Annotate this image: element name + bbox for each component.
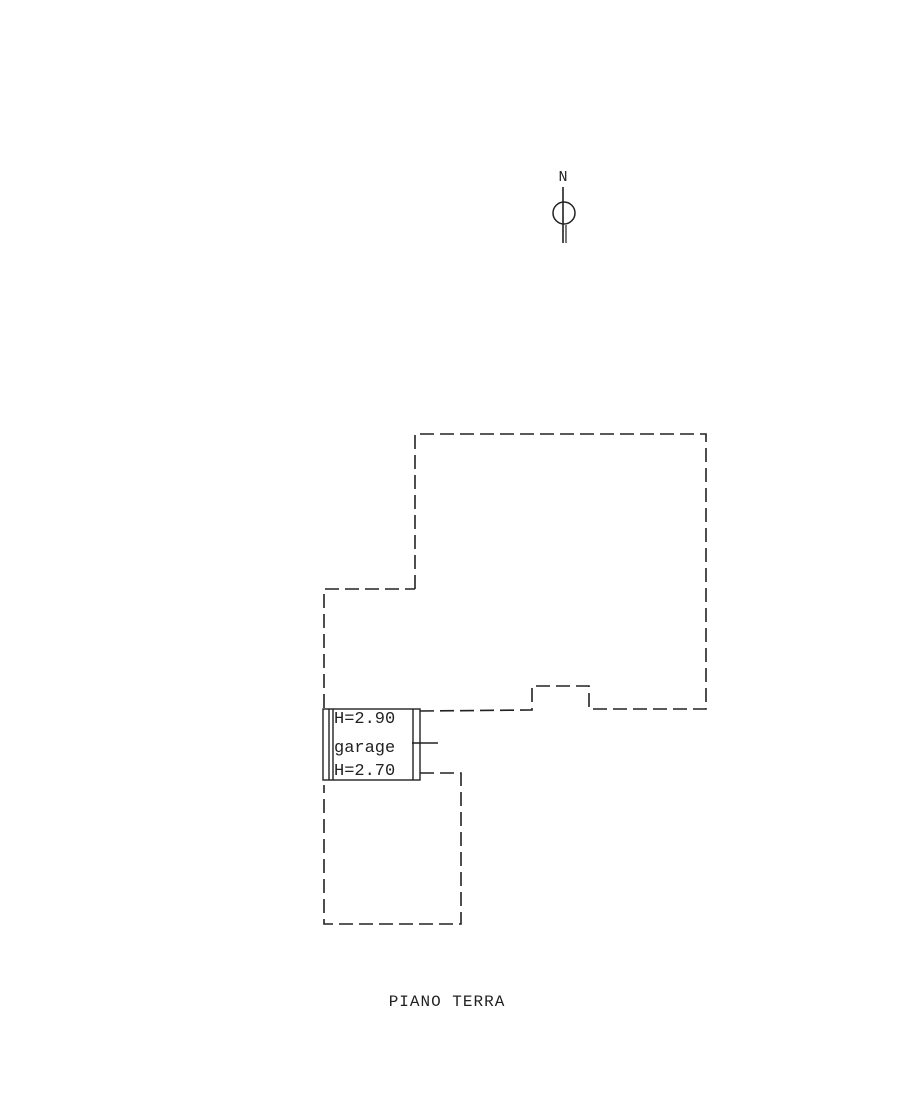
plan-title: PIANO TERRA <box>389 993 506 1011</box>
main-building-outline <box>323 433 707 712</box>
garage-label: garage <box>334 739 395 758</box>
lower-building-outline <box>323 772 462 925</box>
garage-height-top: H=2.90 <box>334 710 395 729</box>
north-arrow-icon: N <box>552 169 576 243</box>
garage-height-bottom: H=2.70 <box>334 762 395 781</box>
compass-label: N <box>558 169 567 186</box>
garage-room: H=2.90 garage H=2.70 <box>322 708 438 781</box>
